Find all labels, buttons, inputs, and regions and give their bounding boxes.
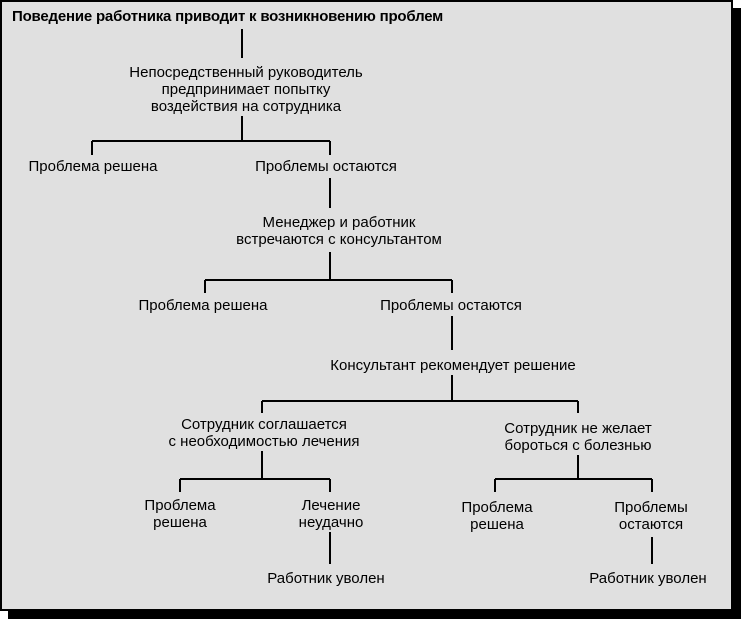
node-solved-1: Проблема решена: [28, 158, 158, 175]
node-solved-2: Проблема решена: [138, 297, 268, 314]
node-fired-1: Работник уволен: [267, 570, 385, 587]
diagram-frame: [0, 0, 733, 611]
node-consultant-recommends: Консультант рекомендует решение: [330, 357, 576, 374]
diagram-title: Поведение работника приводит к возникнов…: [12, 8, 444, 25]
node-remain-1: Проблемы остаются: [255, 158, 397, 175]
node-remain-2: Проблемы остаются: [380, 297, 522, 314]
node-fired-2: Работник уволен: [589, 570, 707, 587]
